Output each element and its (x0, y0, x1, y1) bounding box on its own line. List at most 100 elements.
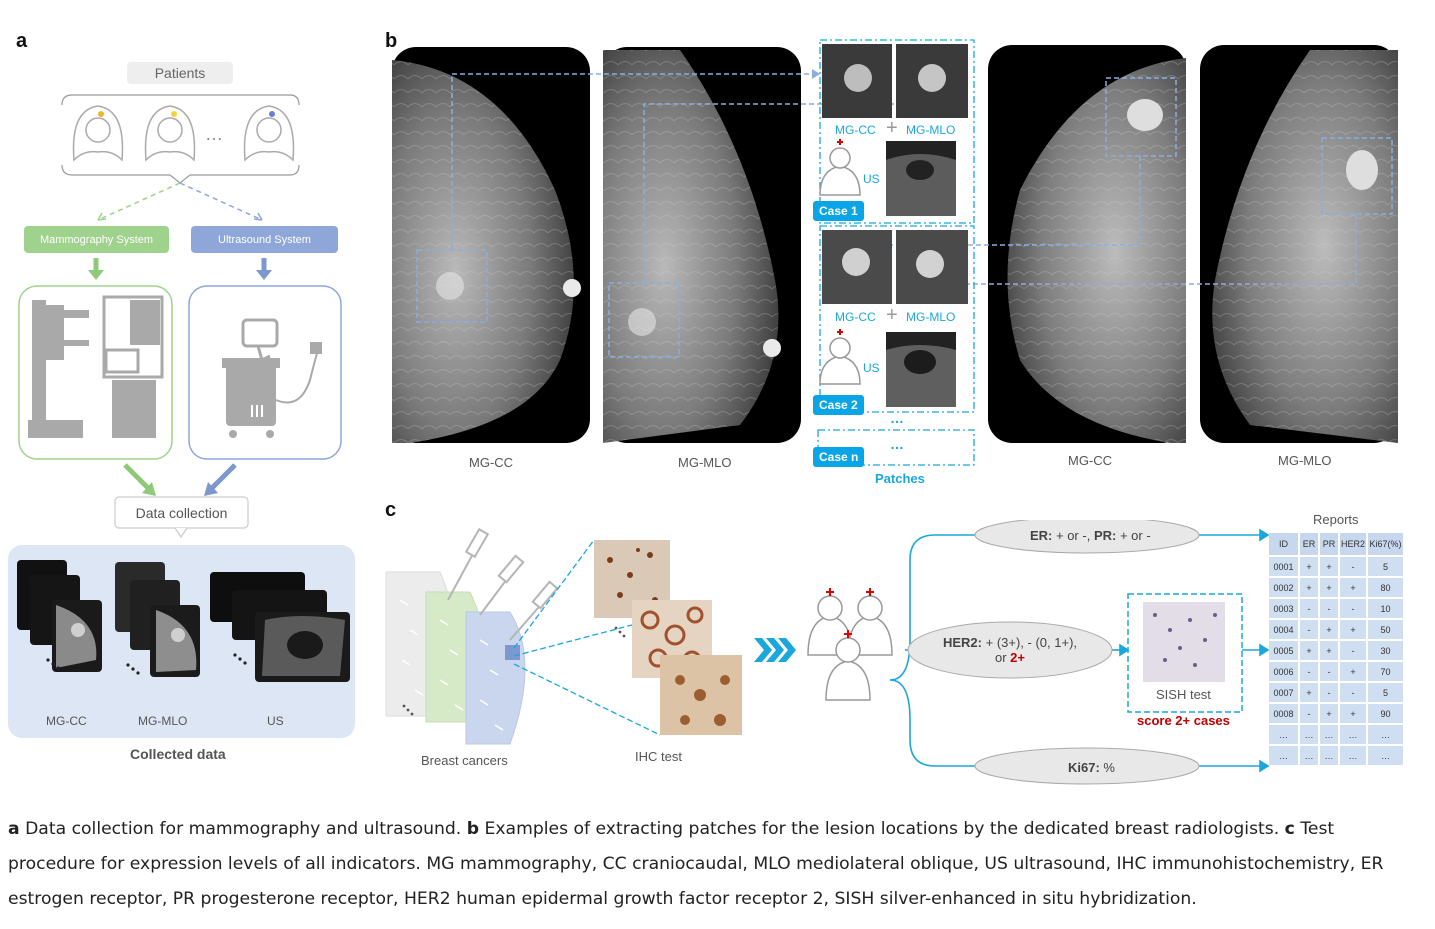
ki67-text: Ki67: % (1068, 760, 1115, 775)
table-row: 0004-++50 (1269, 620, 1403, 639)
table-cell: + (1320, 578, 1338, 597)
table-row: 0003---10 (1269, 599, 1403, 618)
table-cell: 5 (1368, 683, 1403, 702)
caption-a-letter: a (8, 819, 20, 839)
case2-mg-mlo-label: MG-MLO (906, 310, 956, 324)
table-cell: 0002 (1269, 578, 1298, 597)
table-cell: + (1320, 704, 1338, 723)
mammography-machine-icon (28, 300, 89, 438)
table-cell: … (1368, 746, 1403, 765)
b-right-label-cc: MG-CC (1068, 453, 1113, 468)
table-cell: … (1300, 746, 1318, 765)
table-cell: - (1300, 620, 1318, 639)
case2-us-label: US (863, 361, 880, 375)
table-cell: 50 (1368, 620, 1403, 639)
table-row: 0008-++90 (1269, 704, 1403, 723)
patients-ellipsis: … (205, 124, 224, 144)
table-cell: + (1340, 704, 1366, 723)
collected-data-title: Collected data (130, 746, 226, 762)
table-row: …………… (1269, 725, 1403, 744)
table-cell: + (1340, 662, 1366, 681)
table-cell: … (1320, 725, 1338, 744)
table-row: 0007+--5 (1269, 683, 1403, 702)
header-her2: HER2 (1340, 533, 1366, 555)
table-cell: 5 (1368, 557, 1403, 576)
caption-b-text: Examples of extracting patches for the l… (479, 819, 1285, 839)
case1-tag: Case 1 (813, 201, 864, 221)
table-cell: - (1340, 641, 1366, 660)
table-cell: + (1300, 641, 1318, 660)
thumb-label-mg-mlo: MG-MLO (138, 714, 188, 728)
table-cell: + (1300, 578, 1318, 597)
table-cell: - (1300, 704, 1318, 723)
table-cell: … (1300, 725, 1318, 744)
table-cell: - (1320, 662, 1338, 681)
er-pr-text: ER: + or -, PR: + or - (1030, 528, 1151, 543)
table-cell: + (1340, 620, 1366, 639)
panel-b-graphics (392, 39, 1398, 466)
table-cell: 70 (1368, 662, 1403, 681)
reports-table-header: ID ER PR HER2 Ki67(%) (1269, 533, 1403, 555)
caption-b-letter: b (466, 819, 480, 839)
case1-plus: + (886, 117, 898, 139)
b-right-label-mlo: MG-MLO (1278, 453, 1332, 468)
data-collection-label: Data collection (135, 505, 228, 521)
case2-plus: + (886, 304, 898, 326)
table-cell: + (1340, 578, 1366, 597)
collected-mg-mlo-images (115, 562, 200, 677)
table-cell: … (1368, 725, 1403, 744)
thumb-label-us: US (267, 714, 284, 728)
case1-us-label: US (863, 172, 880, 186)
doctor-icon-case2 (819, 337, 861, 385)
panel-c-graphics (385, 520, 1270, 785)
table-row: 0001++-5 (1269, 557, 1403, 576)
table-row: 0006--+70 (1269, 662, 1403, 681)
table-cell: + (1300, 683, 1318, 702)
table-cell: 0001 (1269, 557, 1298, 576)
panel-c-letter: c (385, 499, 397, 521)
her2-text: HER2: + (3+), - (0, 1+), or 2+ (942, 635, 1078, 665)
table-cell: … (1269, 725, 1298, 744)
table-cell: 90 (1368, 704, 1403, 723)
ultrasound-machine-icon (222, 318, 322, 438)
breast-cancers-label: Breast cancers (421, 753, 508, 768)
case1-mg-mlo-label: MG-MLO (906, 123, 956, 137)
figure-caption: a Data collection for mammography and ul… (8, 812, 1423, 917)
panel-a-letter: a (16, 30, 28, 52)
table-cell: 0007 (1269, 683, 1298, 702)
b-left-label-mlo: MG-MLO (678, 455, 732, 470)
sish-test-label: SISH test (1156, 687, 1211, 702)
cases-dots-1: … (890, 410, 904, 426)
patient-icons (72, 105, 295, 162)
table-cell: 0004 (1269, 620, 1298, 639)
score-cases-label: score 2+ cases (1137, 713, 1230, 728)
table-cell: - (1320, 683, 1338, 702)
header-pr: PR (1320, 533, 1338, 555)
case2-mg-cc-label: MG-CC (835, 310, 876, 324)
table-cell: - (1300, 662, 1318, 681)
case-n-tag: Case n (813, 447, 865, 467)
caption-c-text: Test procedure for expression levels of … (8, 819, 1384, 909)
panel-a-graphics (8, 94, 355, 738)
ultrasound-system-label: Ultrasound System (191, 226, 338, 253)
table-cell: - (1340, 683, 1366, 702)
table-cell: 80 (1368, 578, 1403, 597)
table-cell: + (1300, 557, 1318, 576)
table-row: 0002+++80 (1269, 578, 1403, 597)
case1-mg-cc-label: MG-CC (835, 123, 876, 137)
table-row: 0005++-30 (1269, 641, 1403, 660)
header-id: ID (1269, 533, 1298, 555)
doctor-icon-case1 (819, 147, 861, 196)
collected-us-images (210, 572, 350, 682)
panel-b-letter: b (385, 30, 398, 52)
header-ki67: Ki67(%) (1368, 533, 1403, 555)
ihc-test-label: IHC test (635, 749, 682, 764)
table-cell: 30 (1368, 641, 1403, 660)
table-row: …………… (1269, 746, 1403, 765)
table-cell: 0008 (1269, 704, 1298, 723)
table-cell: 0005 (1269, 641, 1298, 660)
caption-c-letter: c (1284, 819, 1295, 839)
table-cell: + (1320, 641, 1338, 660)
table-cell: 0003 (1269, 599, 1298, 618)
